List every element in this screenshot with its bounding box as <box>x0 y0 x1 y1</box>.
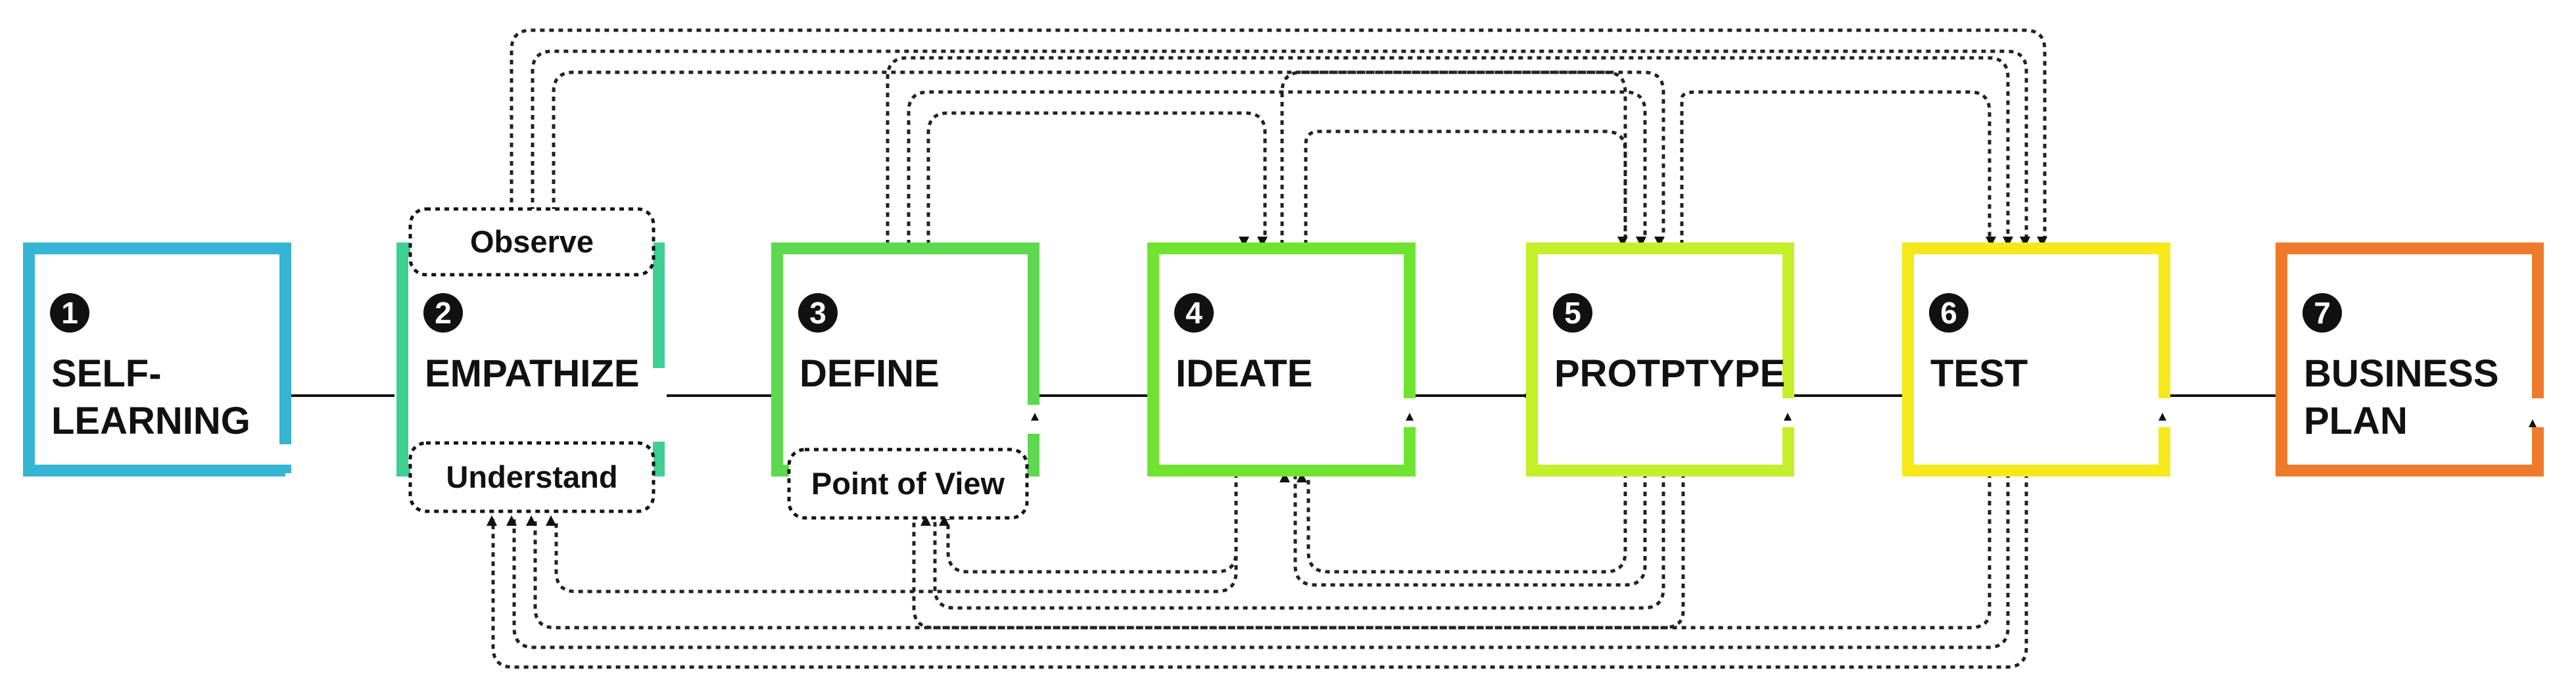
point-of-view-label: Point of View <box>811 466 1005 501</box>
stage-number: 7 <box>2314 296 2331 330</box>
stage-frame <box>2276 243 2544 476</box>
stage-number-badge <box>423 293 463 333</box>
observe-pill: Observe <box>408 207 656 277</box>
observe-label: Observe <box>470 224 594 259</box>
stage-number: 2 <box>435 296 452 330</box>
understand-label: Understand <box>446 459 617 494</box>
stage-number: 5 <box>1564 296 1581 330</box>
stage-number-badge <box>50 293 89 333</box>
stage-title: LEARNING <box>51 400 250 442</box>
understand-pill: Understand <box>408 441 656 513</box>
stage-number-badge <box>1174 293 1214 333</box>
stage-title: SELF- <box>51 352 162 395</box>
stage-title: DEFINE <box>799 352 940 395</box>
stage-title: PROTPTYPE <box>1554 352 1785 395</box>
stage-frame <box>1526 243 1794 476</box>
stage-title: EMPATHIZE <box>425 352 640 395</box>
stage-number-badge <box>1929 293 1968 333</box>
stage-title: BUSINESS <box>2304 352 2499 395</box>
stage-number-badge <box>2302 293 2342 333</box>
feedback-arrowheads <box>487 237 2047 526</box>
stage-frame <box>1902 243 2170 476</box>
stage-number: 6 <box>1940 296 1957 330</box>
feedback-loops-top <box>510 28 2047 244</box>
stage-number: 3 <box>809 296 826 330</box>
stage-frame <box>771 243 1039 476</box>
stage-number-badge <box>798 293 838 333</box>
stage-frame <box>23 243 291 476</box>
stage-title: IDEATE <box>1176 352 1312 395</box>
stage-number-badge <box>1553 293 1592 333</box>
stage-frame <box>1147 243 1416 476</box>
feedback-loops-bottom <box>491 473 2028 669</box>
stage-number: 1 <box>61 296 78 330</box>
stage-title: PLAN <box>2304 400 2408 442</box>
stage-title: TEST <box>1930 352 2028 395</box>
box-stub-markers <box>281 413 2537 427</box>
point-of-view-pill: Point of View <box>787 448 1029 520</box>
stage-number: 4 <box>1185 296 1203 330</box>
